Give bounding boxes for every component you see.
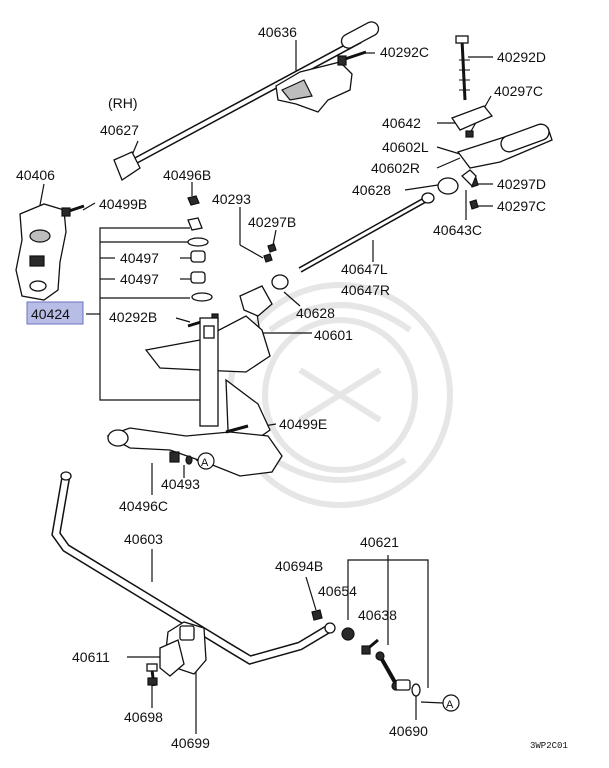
bolt-40499b: [61, 204, 85, 217]
label-40602r: 40602R: [371, 160, 420, 176]
nut-40293: [263, 253, 273, 263]
bolt-40292d: [455, 35, 470, 101]
label-40292d: 40292D: [497, 49, 546, 65]
lower-arm: [106, 427, 283, 477]
bracket-40406: [15, 203, 67, 301]
label-40603: 40603: [124, 531, 163, 547]
highlighted-part-40424[interactable]: 40424: [26, 301, 84, 325]
part-drawings: [15, 21, 553, 697]
label-40424: 40424: [31, 306, 70, 322]
callout-letter: A: [446, 699, 454, 711]
bushing-40654: [341, 627, 355, 641]
callout-marker-link: A: [442, 694, 460, 712]
label-40499b: 40499B: [99, 196, 147, 212]
label-40297d: 40297D: [497, 176, 546, 192]
stabilizer-link-40621: [375, 651, 411, 691]
nut-40297c-top: [465, 130, 474, 138]
label-40647r: 40647R: [341, 282, 390, 298]
washer-stack: [187, 195, 213, 302]
bolt-40499e: [225, 424, 249, 434]
label-40654: 40654: [318, 583, 357, 599]
callout-marker-knuckle: A: [197, 452, 215, 470]
nut-40694b: [311, 609, 323, 621]
label-40643c: 40643C: [433, 222, 482, 238]
bracket-40611: [159, 639, 185, 677]
label-40699: 40699: [171, 735, 210, 751]
label-40292c: 40292C: [380, 44, 429, 60]
label-rh: (RH): [108, 95, 138, 111]
label-40694b: 40694B: [275, 558, 323, 574]
bolt-40698: [146, 663, 158, 687]
bolt-40292c: [337, 50, 367, 66]
pad-40642: [451, 105, 494, 131]
callout-letter: A: [201, 457, 209, 469]
upper-arm-shock: [144, 315, 271, 445]
label-40690: 40690: [389, 723, 428, 739]
label-40601: 40601: [314, 327, 353, 343]
label-40497-a: 40497: [120, 250, 159, 266]
label-40698: 40698: [124, 709, 163, 725]
bolt-40638: [361, 638, 379, 655]
anchor-bracket-40602: [456, 123, 553, 169]
torsion-bar-rh: [113, 21, 380, 181]
clip-40643c: [461, 169, 477, 188]
tie-rod-40647: [298, 192, 435, 273]
label-40497-b: 40497: [120, 271, 159, 287]
label-40297c-top: 40297C: [494, 83, 543, 99]
label-40493: 40493: [161, 476, 200, 492]
label-40292b: 40292B: [109, 309, 157, 325]
label-40297c-mid: 40297C: [497, 198, 546, 214]
washer-40690: [411, 683, 421, 697]
label-40297b: 40297B: [248, 214, 296, 230]
label-40627: 40627: [100, 122, 139, 138]
label-40628-top: 40628: [352, 182, 391, 198]
label-40636: 40636: [258, 24, 297, 40]
label-40638: 40638: [358, 607, 397, 623]
nut-40297b: [267, 243, 277, 253]
stabilizer-bar-40603: [51, 471, 336, 665]
label-40602l: 40602L: [382, 139, 429, 155]
joint-40601: [239, 274, 289, 317]
anchor-arm: [275, 61, 353, 113]
label-40496b: 40496B: [163, 167, 211, 183]
part-labels: 40636 40292C 40292D (RH) 40627 40297C 40…: [16, 24, 568, 751]
label-40621: 40621: [360, 534, 399, 550]
label-40406: 40406: [16, 167, 55, 183]
label-40647l: 40647L: [341, 261, 388, 277]
label-40496c: 40496C: [119, 498, 168, 514]
label-40642: 40642: [382, 115, 421, 131]
label-40611: 40611: [72, 649, 110, 665]
label-40499e: 40499E: [279, 416, 327, 432]
diagram-code: 3WP2C01: [530, 741, 568, 751]
label-40628-mid: 40628: [296, 305, 335, 321]
label-40293: 40293: [212, 191, 251, 207]
